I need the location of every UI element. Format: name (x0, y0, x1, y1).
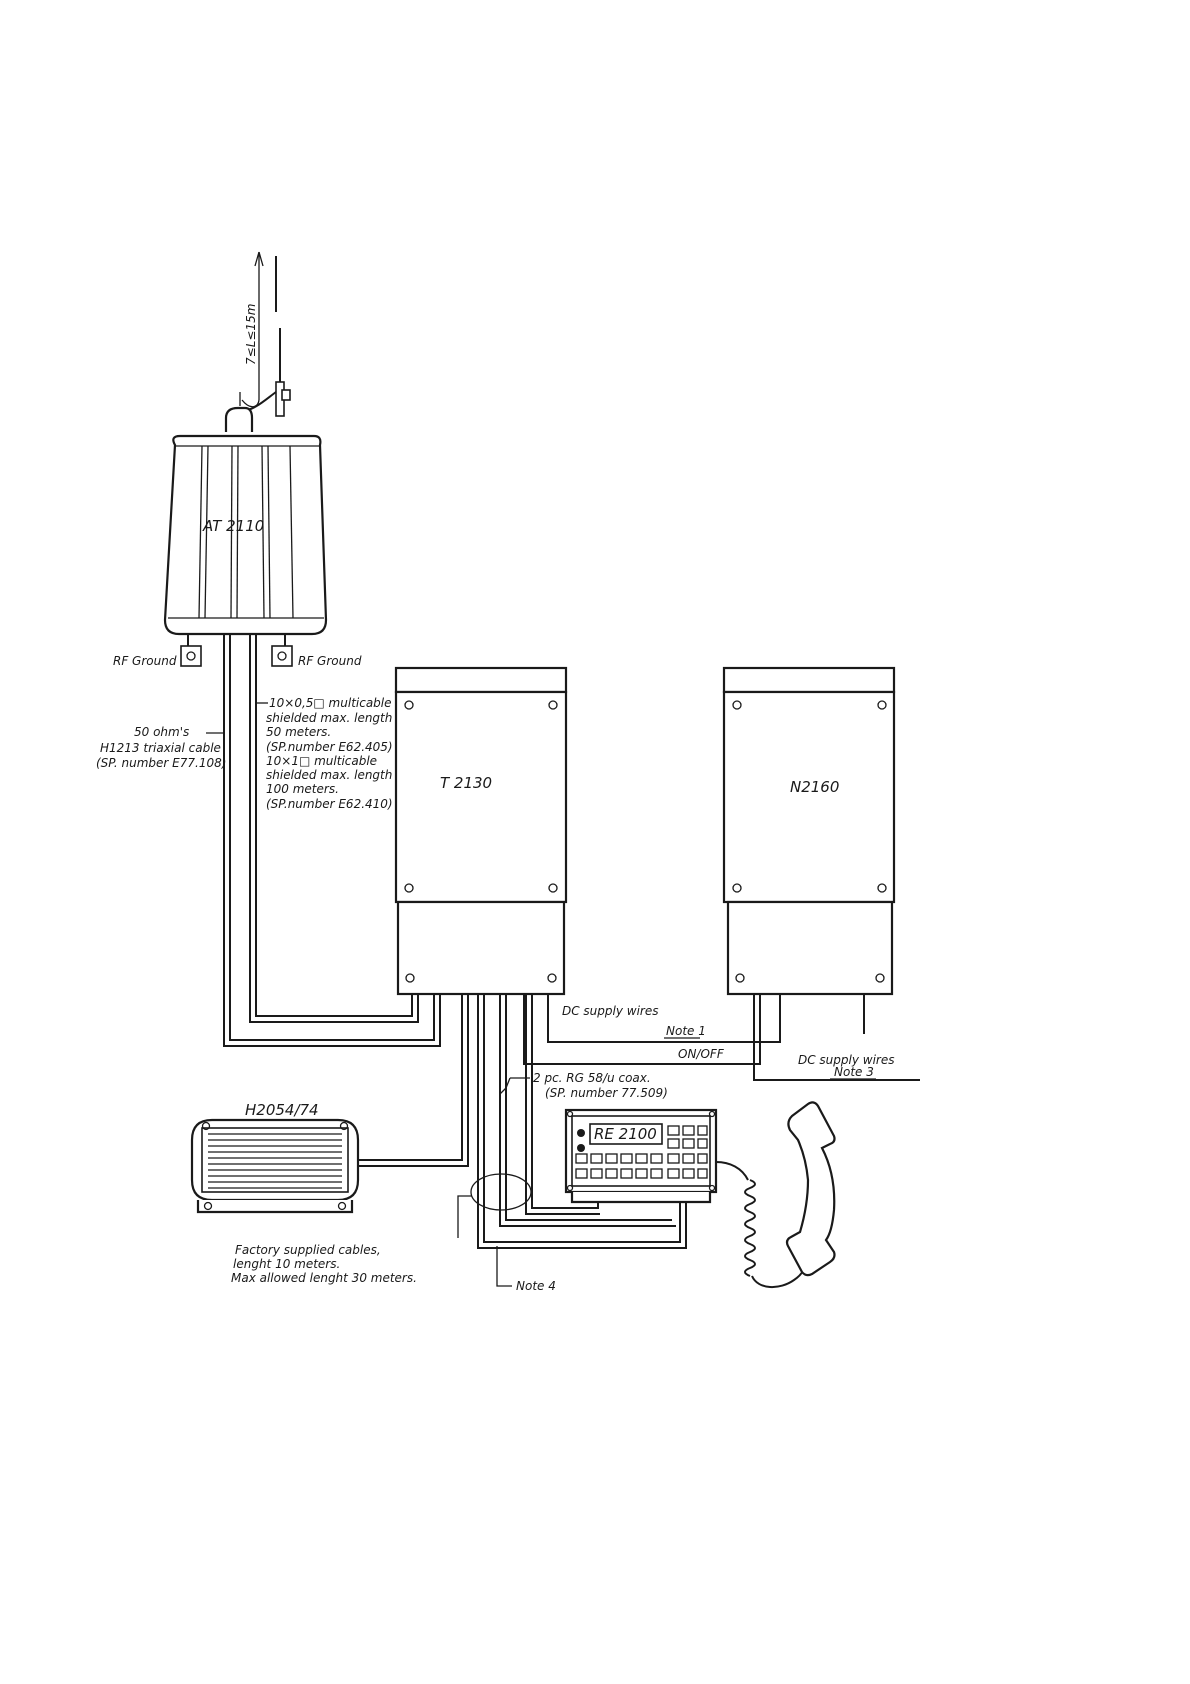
h2054-label: H2054/74 (245, 1101, 319, 1119)
multicable-line-6: shielded max. length (266, 768, 392, 782)
note-3-label: Note 3 (834, 1065, 874, 1079)
t2130-label: T 2130 (440, 774, 492, 792)
coax-cable-line-3: (SP. number E77.108) (96, 756, 226, 770)
re2100-display (589, 1123, 663, 1145)
antenna-length-text: 7≤L≤15m (244, 304, 258, 365)
rf-ground-left-label: RF Ground (113, 654, 177, 668)
note-4-label: Note 4 (516, 1279, 556, 1293)
antenna-tuner-at2110: AT 2110 (163, 406, 328, 667)
multicable-line-2: shielded max. length (266, 711, 392, 725)
factory-cables-line-2: lenght 10 meters. (233, 1257, 340, 1271)
re2100-label: RE 2100 (594, 1125, 657, 1143)
note-1-label: Note 1 (666, 1024, 706, 1038)
coax-cable-line-2: H1213 triaxial cable (100, 741, 221, 755)
transceiver-t2130: T 2130 (394, 666, 568, 996)
multicable-line-7: 100 meters. (266, 782, 339, 796)
antenna-cables (223, 634, 441, 1047)
dc-supply-wires-2-label: DC supply wires (798, 1053, 895, 1067)
multicable-line-4: (SP.number E62.405) (266, 740, 393, 754)
factory-cables-highlight (470, 1173, 532, 1211)
factory-cables-line-3: Max allowed lenght 30 meters. (231, 1271, 417, 1285)
rf-ground-right-label: RF Ground (298, 654, 362, 668)
multicable-line-8: (SP.number E62.410) (266, 797, 393, 811)
telephone-handset (715, 1101, 836, 1288)
rg58-line-2: (SP. number 77.509) (545, 1086, 668, 1100)
on-off-label: ON/OFF (678, 1047, 725, 1061)
antenna-length-dimension: 7≤L≤15m (239, 251, 264, 408)
coax-cable-line-1: 50 ohm's (134, 725, 189, 739)
n2160-label: N2160 (790, 778, 839, 796)
factory-cables-line-1: Factory supplied cables, (235, 1243, 381, 1257)
dc-supply-wires-1-label: DC supply wires (562, 1004, 659, 1018)
dc-supply-wiring (523, 994, 920, 1081)
multicable-line-1: 10×0,5□ multicable (269, 696, 392, 710)
at2110-label: AT 2110 (202, 517, 264, 535)
control-unit-re2100: RE 2100 (564, 1108, 718, 1204)
loudspeaker-h2054: H2054/74 (190, 1101, 360, 1214)
multicable-line-5: 10×1□ multicable (266, 754, 377, 768)
multicable-line-3: 50 meters. (266, 725, 331, 739)
rg58-line-1: 2 pc. RG 58/u coax. (533, 1071, 651, 1085)
power-supply-n2160: N2160 (722, 666, 896, 996)
